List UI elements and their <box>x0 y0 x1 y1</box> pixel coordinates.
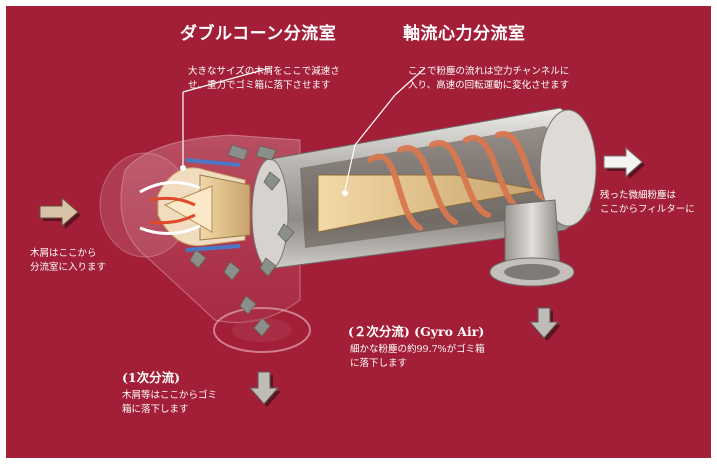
callout-dots <box>180 165 348 196</box>
secondary-title: (２次分流) (Gyro Air) <box>348 324 485 339</box>
secondary-desc-line2: に落下します <box>350 358 408 369</box>
secondary-outlet-pipe <box>489 199 575 287</box>
primary-drop-arrow-icon <box>248 371 281 407</box>
double-cone-desc-line2: せ、重力でゴミ箱に落下させます <box>188 80 331 91</box>
inlet-label-line1: 木屑はここから <box>30 248 97 259</box>
secondary-desc-line1: 細かな粉塵の約99.7%がゴミ箱 <box>350 344 485 355</box>
spiral-vanes <box>367 131 548 231</box>
callout-lines <box>182 67 426 191</box>
flow-arrows <box>189 144 295 337</box>
cyclone-desc-line1: ここで粉塵の流れは空力チャンネルに <box>408 66 570 77</box>
outlet-label-line1: 残った微細粉塵は <box>600 190 677 201</box>
inlet-label-line2: 分流室に入ります <box>30 262 107 273</box>
outlet-cap <box>539 109 597 227</box>
primary-desc-line2: 箱に落下します <box>122 404 189 415</box>
double-cone-desc-line1: 大きなサイズの木屑をここで減速さ <box>188 66 340 77</box>
cyclone-title: 軸流心力分流室 <box>403 24 526 44</box>
secondary-drop-arrow-icon <box>528 307 561 341</box>
double-cone-title: ダブルコーン分流室 <box>180 24 337 44</box>
primary-title: (1次分流) <box>122 370 181 385</box>
outlet-arrow-icon <box>603 146 645 179</box>
primary-desc-line1: 木屑等はここからゴミ <box>122 390 218 401</box>
cyclone-desc-line2: 入り、高速の回転運動に変化させます <box>408 80 570 91</box>
double-cone <box>139 158 251 252</box>
inlet-arrow-icon <box>39 196 81 229</box>
outlet-label-line2: ここからフィルターに <box>600 204 695 215</box>
